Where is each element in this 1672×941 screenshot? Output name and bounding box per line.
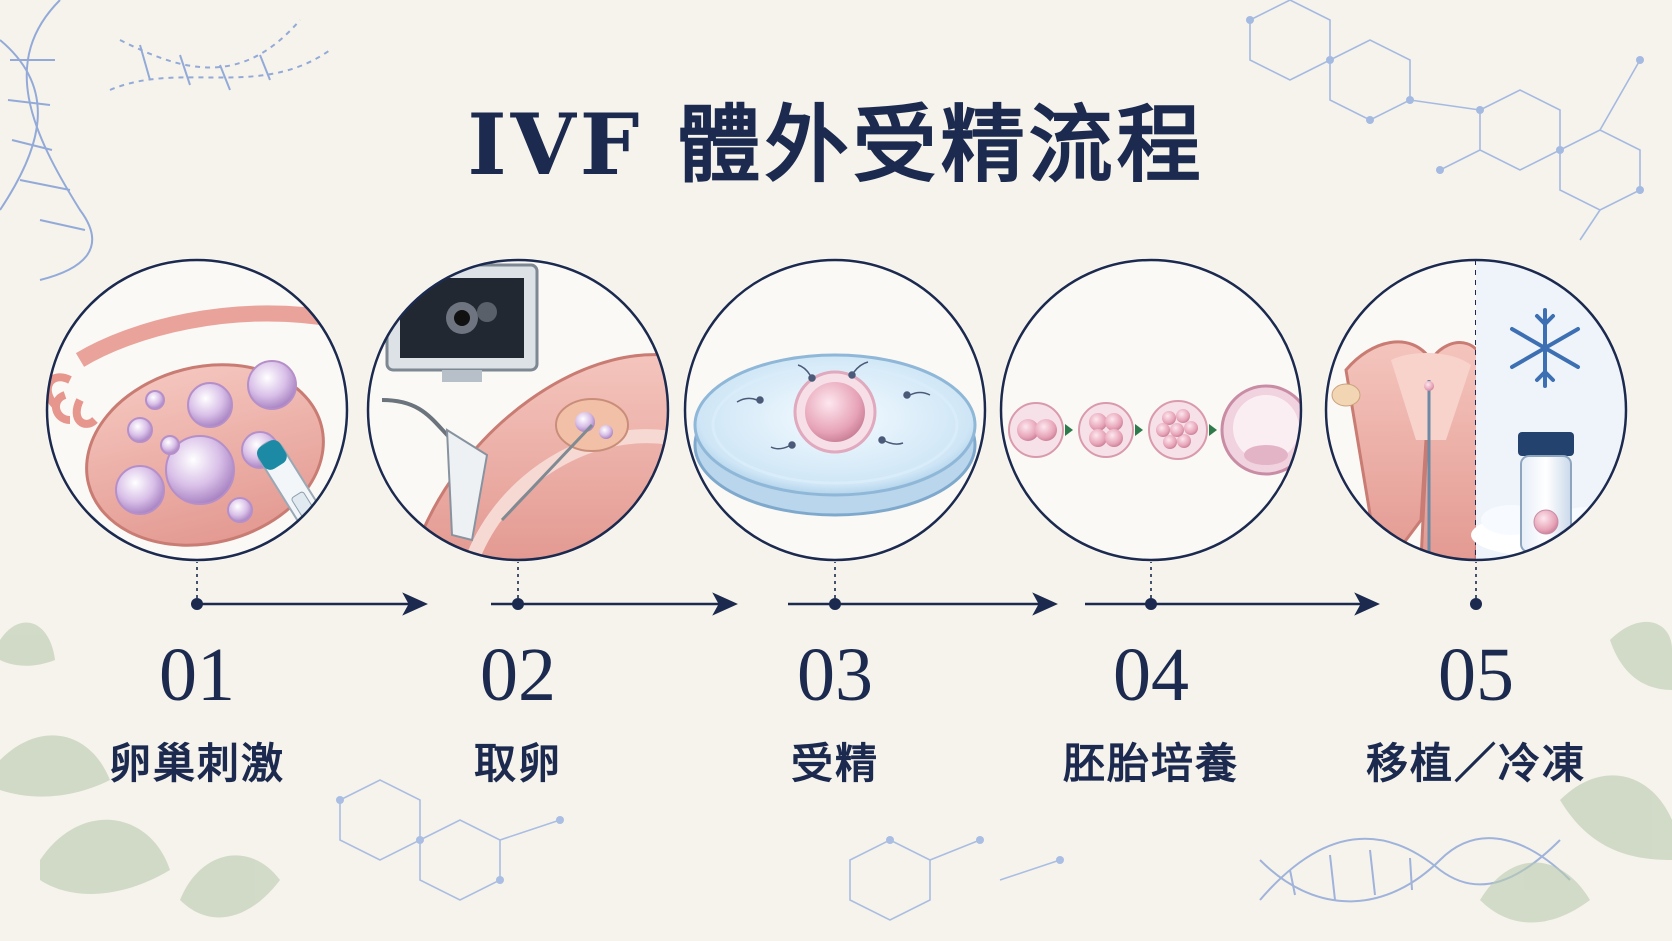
step-1-number: 01 bbox=[159, 633, 235, 717]
dna-helix-icon bbox=[0, 0, 331, 281]
step-2-number: 02 bbox=[480, 633, 556, 717]
step-5-label: 移植／冷凍 bbox=[1365, 739, 1586, 788]
molecule-icon bbox=[336, 779, 1064, 921]
leaf-icon bbox=[0, 621, 1672, 923]
step-4-number: 04 bbox=[1113, 633, 1189, 717]
step-4-label: 胚胎培養 bbox=[1062, 739, 1239, 788]
step-5-number: 05 bbox=[1438, 633, 1514, 717]
molecule-icon bbox=[1246, 0, 1644, 241]
step-2-illustration bbox=[366, 258, 670, 562]
step-connectors bbox=[191, 560, 1482, 610]
flow-arrows bbox=[192, 592, 1380, 616]
step-5-illustration bbox=[1324, 258, 1628, 562]
step-3-label: 受精 bbox=[790, 739, 879, 788]
step-3-number: 03 bbox=[797, 633, 873, 717]
snowflake-icon bbox=[1510, 308, 1580, 388]
step-1-illustration bbox=[45, 258, 349, 562]
sperm bbox=[736, 361, 931, 450]
step-1-label: 卵巢刺激 bbox=[108, 739, 285, 788]
step-4-illustration bbox=[999, 258, 1303, 562]
step-2-label: 取卵 bbox=[473, 739, 562, 788]
follicles bbox=[115, 360, 297, 523]
step-3-illustration bbox=[683, 258, 987, 562]
page-title: IVF 體外受精流程 bbox=[467, 95, 1205, 194]
